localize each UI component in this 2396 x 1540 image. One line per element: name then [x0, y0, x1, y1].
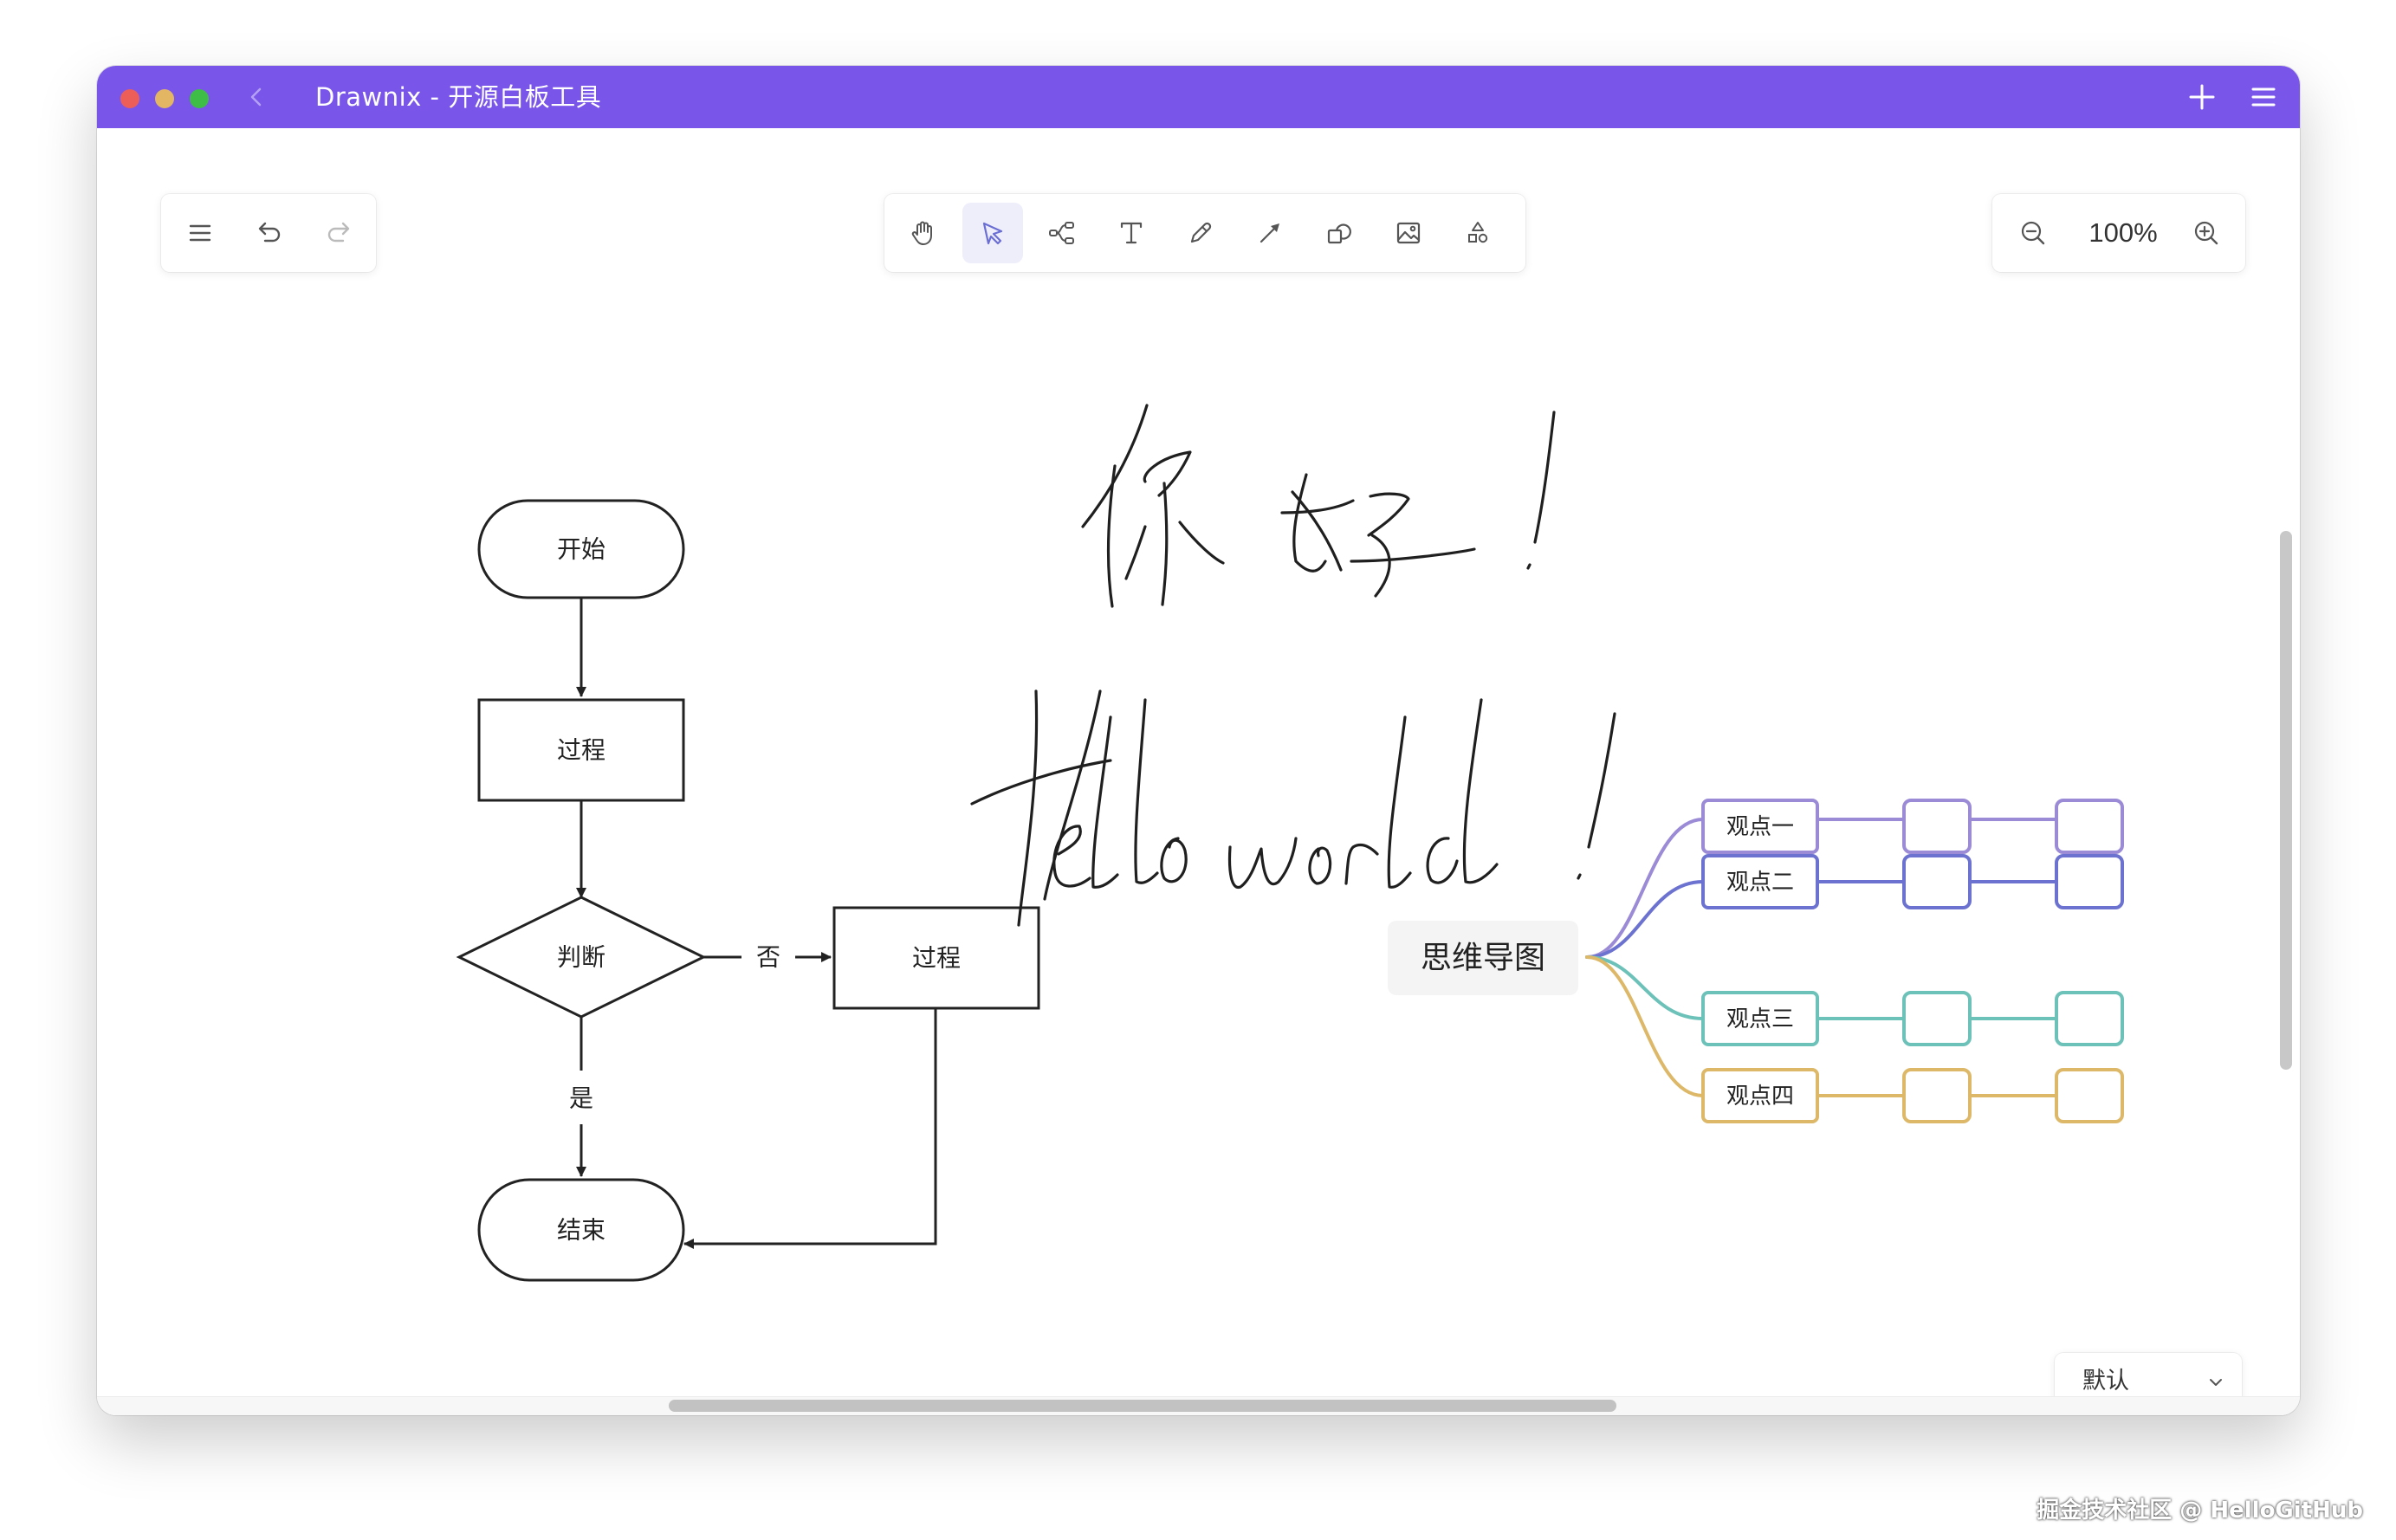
mindmap-leaf-node[interactable] — [1902, 854, 1972, 909]
app-toolbar — [161, 194, 376, 272]
tool-pen[interactable] — [1170, 203, 1231, 263]
handwriting-strokes[interactable] — [970, 404, 1616, 927]
mindmap-root-label: 思维导图 — [1421, 941, 1545, 976]
watermark: 掘金技术社区 @ HelloGitHub — [2037, 1498, 2363, 1524]
zoom-in-icon — [2194, 221, 2218, 245]
mindmap-icon — [1049, 222, 1074, 244]
mindmap-leaf-node[interactable] — [1902, 991, 1972, 1046]
mindmap-curves — [1585, 818, 2058, 1097]
mindmap-branch-node-1[interactable] — [1701, 799, 1819, 854]
whiteboard-canvas[interactable]: 100% — [97, 128, 2300, 1415]
shape-icon — [1327, 223, 1351, 244]
flow-yes-label: 是 — [569, 1084, 593, 1113]
text-icon — [1120, 222, 1143, 244]
tool-select[interactable] — [962, 203, 1023, 263]
mindmap-root-node[interactable] — [1388, 921, 1578, 995]
mindmap-branch-node-4[interactable] — [1701, 1068, 1819, 1123]
mindmap-leaf-node[interactable] — [2055, 991, 2124, 1046]
flow-process-box[interactable] — [477, 698, 685, 802]
chevron-down-icon — [2210, 1379, 2222, 1386]
creation-toolbar — [884, 194, 1525, 272]
theme-select-value: 默认 — [2082, 1368, 2129, 1394]
flow-end-terminal[interactable] — [477, 1178, 685, 1282]
drawing-layer: 开始 过程 判断 否 过程 是 结束 — [456, 404, 2124, 1282]
new-tab-plus-icon[interactable] — [2186, 81, 2218, 113]
image-icon — [1396, 222, 1421, 244]
pointer-icon — [982, 222, 1003, 245]
tool-hand[interactable] — [893, 203, 954, 263]
window-menu-icon[interactable] — [2248, 81, 2279, 113]
zoom-level[interactable]: 100% — [2088, 217, 2158, 248]
window-title: Drawnix - 开源白板工具 — [315, 82, 602, 112]
mindmap-leaf-node[interactable] — [1902, 1068, 1972, 1123]
undo-button[interactable] — [239, 203, 300, 263]
mindmap-leaf-node[interactable] — [2055, 1068, 2124, 1123]
mindmap-branch-label-3: 观点三 — [1726, 1006, 1794, 1032]
flow-start-label: 开始 — [557, 535, 605, 564]
back-chevron-icon[interactable] — [244, 85, 269, 109]
tool-arrow[interactable] — [1240, 203, 1300, 263]
tool-extra[interactable] — [1447, 203, 1508, 263]
flow-decision-label: 判断 — [557, 943, 605, 972]
hand-icon — [911, 221, 932, 245]
mindmap-branch-node-2[interactable] — [1701, 854, 1819, 909]
minimize-window-button[interactable] — [155, 89, 174, 108]
connector-process2-end[interactable] — [683, 986, 937, 1249]
flowchart-connectors — [576, 598, 937, 1249]
flow-process2-label: 过程 — [912, 944, 961, 973]
flow-decision-diamond[interactable] — [456, 896, 707, 1019]
zoom-in-button[interactable] — [2176, 203, 2237, 263]
zoom-out-icon — [2021, 221, 2045, 245]
pen-icon — [1190, 222, 1212, 243]
flowchart-shapes — [456, 499, 1040, 1282]
tool-mindmap[interactable] — [1032, 203, 1092, 263]
tool-image[interactable] — [1378, 203, 1439, 263]
vertical-scrollbar[interactable] — [2280, 531, 2292, 1070]
tool-shape[interactable] — [1309, 203, 1370, 263]
horizontal-scrollbar[interactable] — [669, 1400, 1616, 1412]
mindmap-branch-label-4: 观点四 — [1726, 1084, 1794, 1110]
mindmap-branch-node-3[interactable] — [1701, 991, 1819, 1046]
mindmap-leaf-node[interactable] — [2055, 799, 2124, 854]
tool-text[interactable] — [1101, 203, 1162, 263]
close-window-button[interactable] — [120, 89, 139, 108]
mindmap-branch-label-2: 观点二 — [1726, 870, 1794, 896]
menu-button[interactable] — [170, 203, 230, 263]
mindmap-branch-label-1: 观点一 — [1726, 814, 1794, 840]
flow-process-box-2[interactable] — [832, 906, 1040, 1010]
redo-button[interactable] — [308, 203, 369, 263]
flow-no-label: 否 — [756, 943, 780, 972]
flow-process-label: 过程 — [557, 736, 605, 765]
mindmap-leaf-node[interactable] — [1902, 799, 1972, 854]
title-bar: Drawnix - 开源白板工具 — [97, 66, 2300, 128]
zoom-panel: 100% — [1992, 194, 2245, 272]
app-window: Drawnix - 开源白板工具 — [97, 66, 2300, 1415]
arrow-icon — [1260, 223, 1279, 243]
extra-shapes-icon — [1468, 222, 1488, 243]
undo-icon — [258, 222, 281, 243]
menu-icon — [189, 224, 211, 242]
mindmap-leaf-node[interactable] — [2055, 854, 2124, 909]
redo-icon — [327, 222, 350, 243]
zoom-out-button[interactable] — [2003, 203, 2063, 263]
zoom-window-button[interactable] — [190, 89, 209, 108]
flow-start-terminal[interactable] — [477, 499, 685, 599]
flow-end-label: 结束 — [557, 1216, 605, 1245]
